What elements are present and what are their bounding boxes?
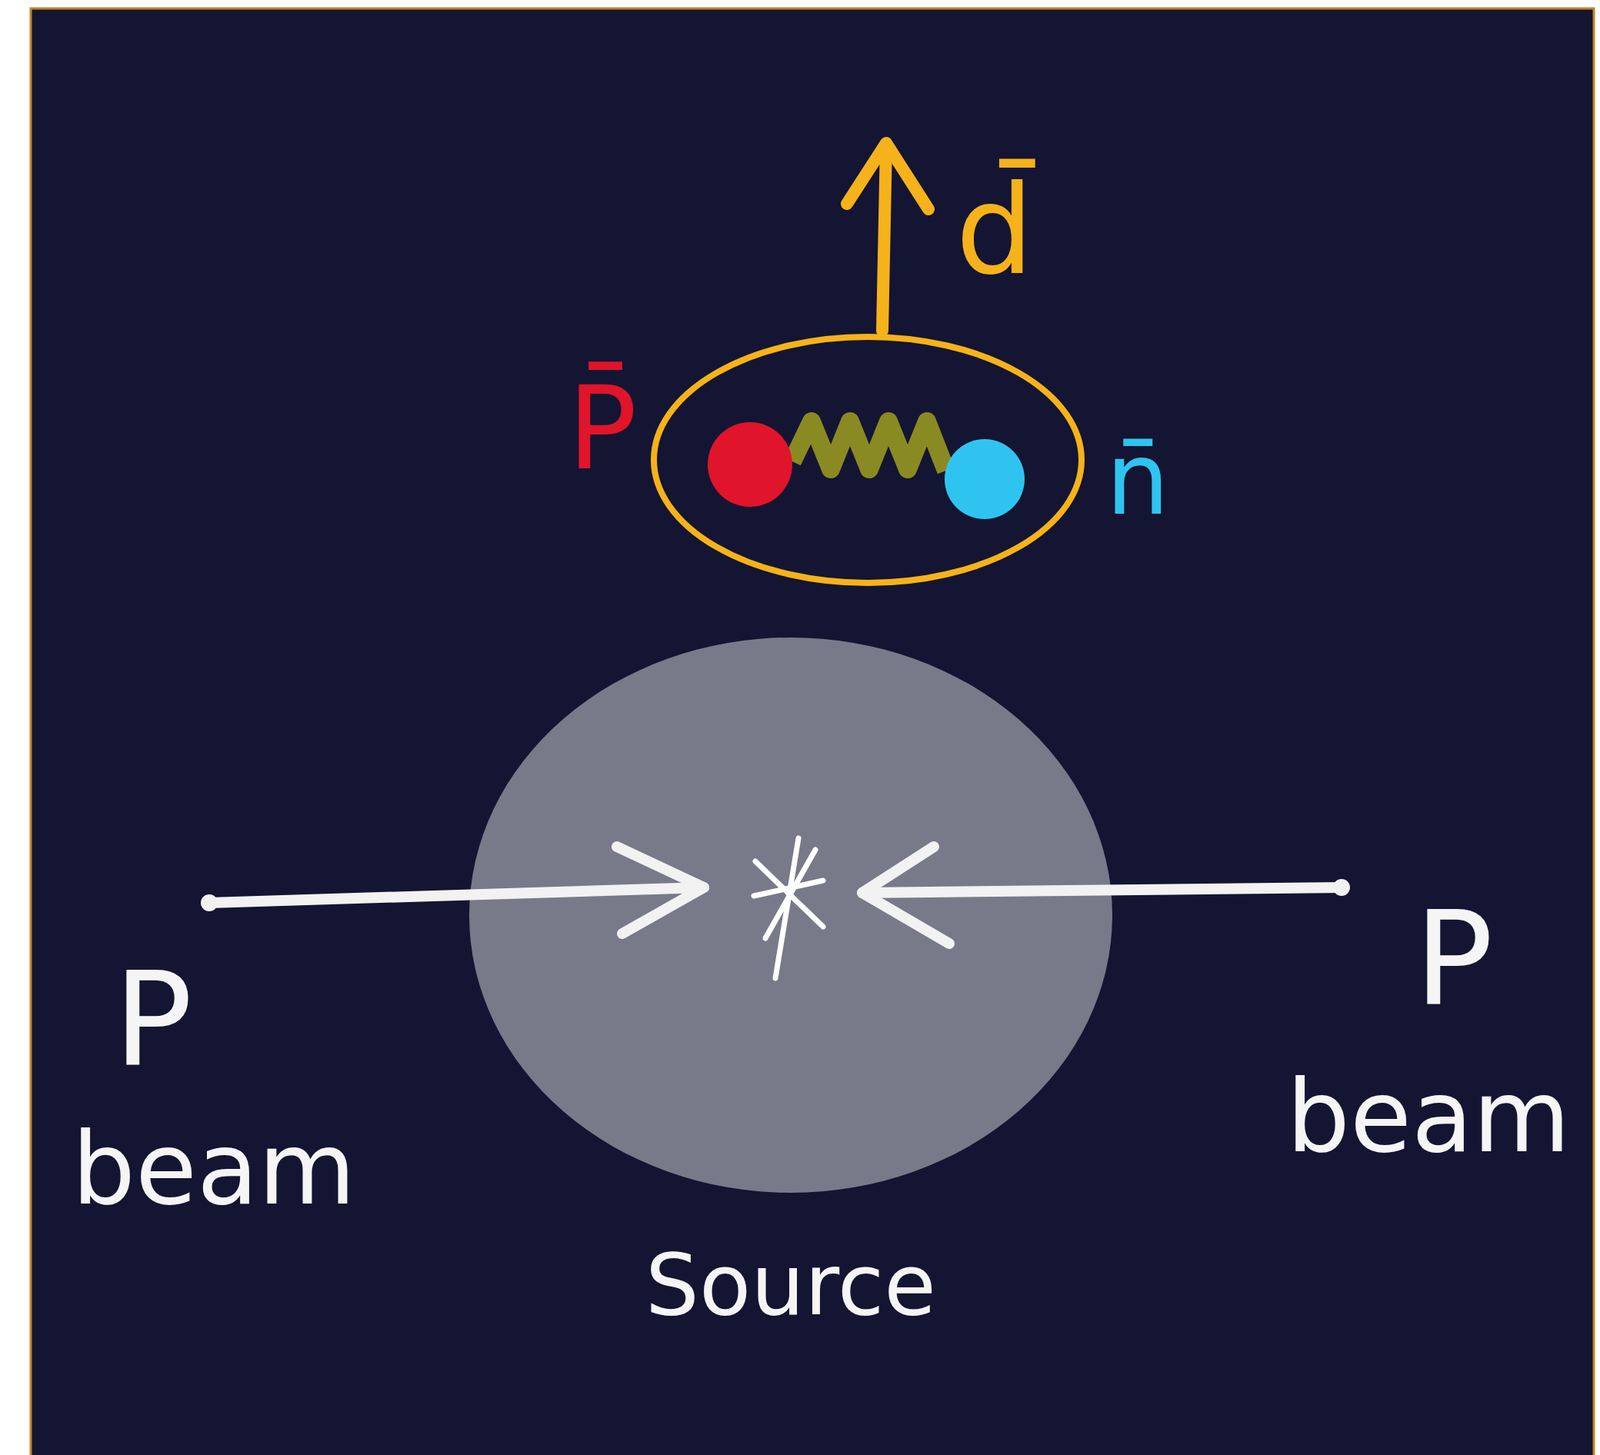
beam-line-right <box>862 887 1342 894</box>
binding-spring <box>792 421 947 471</box>
beam-label: beam <box>72 1119 357 1220</box>
source-region <box>469 637 1113 1194</box>
antiproton-dot <box>707 422 793 507</box>
beam-origin-left <box>200 894 218 912</box>
beam-arrowhead-left <box>616 846 704 934</box>
deuteron-momentum-arrow <box>882 144 887 331</box>
antineutron-dot <box>944 439 1025 520</box>
deuteron-outline <box>653 336 1082 584</box>
antideuteron-label: d̄ <box>955 169 1034 293</box>
antineutron-label: n̄ <box>1106 429 1170 530</box>
beam-label: beam <box>1286 1066 1571 1167</box>
source-label: Source <box>645 1243 937 1328</box>
beam-line-left <box>209 887 704 904</box>
beam-particle-label: P <box>113 954 194 1086</box>
collision-star <box>753 838 824 979</box>
beam-arrowhead-right <box>862 846 950 944</box>
antiproton-label: P̄ <box>567 370 637 487</box>
deuteron-arrowhead <box>846 143 929 210</box>
background-frame <box>30 8 1594 1455</box>
source-node: Source <box>469 637 1113 1361</box>
beam-origin-right <box>1333 879 1350 897</box>
beam-particle-label: P <box>1414 893 1494 1025</box>
